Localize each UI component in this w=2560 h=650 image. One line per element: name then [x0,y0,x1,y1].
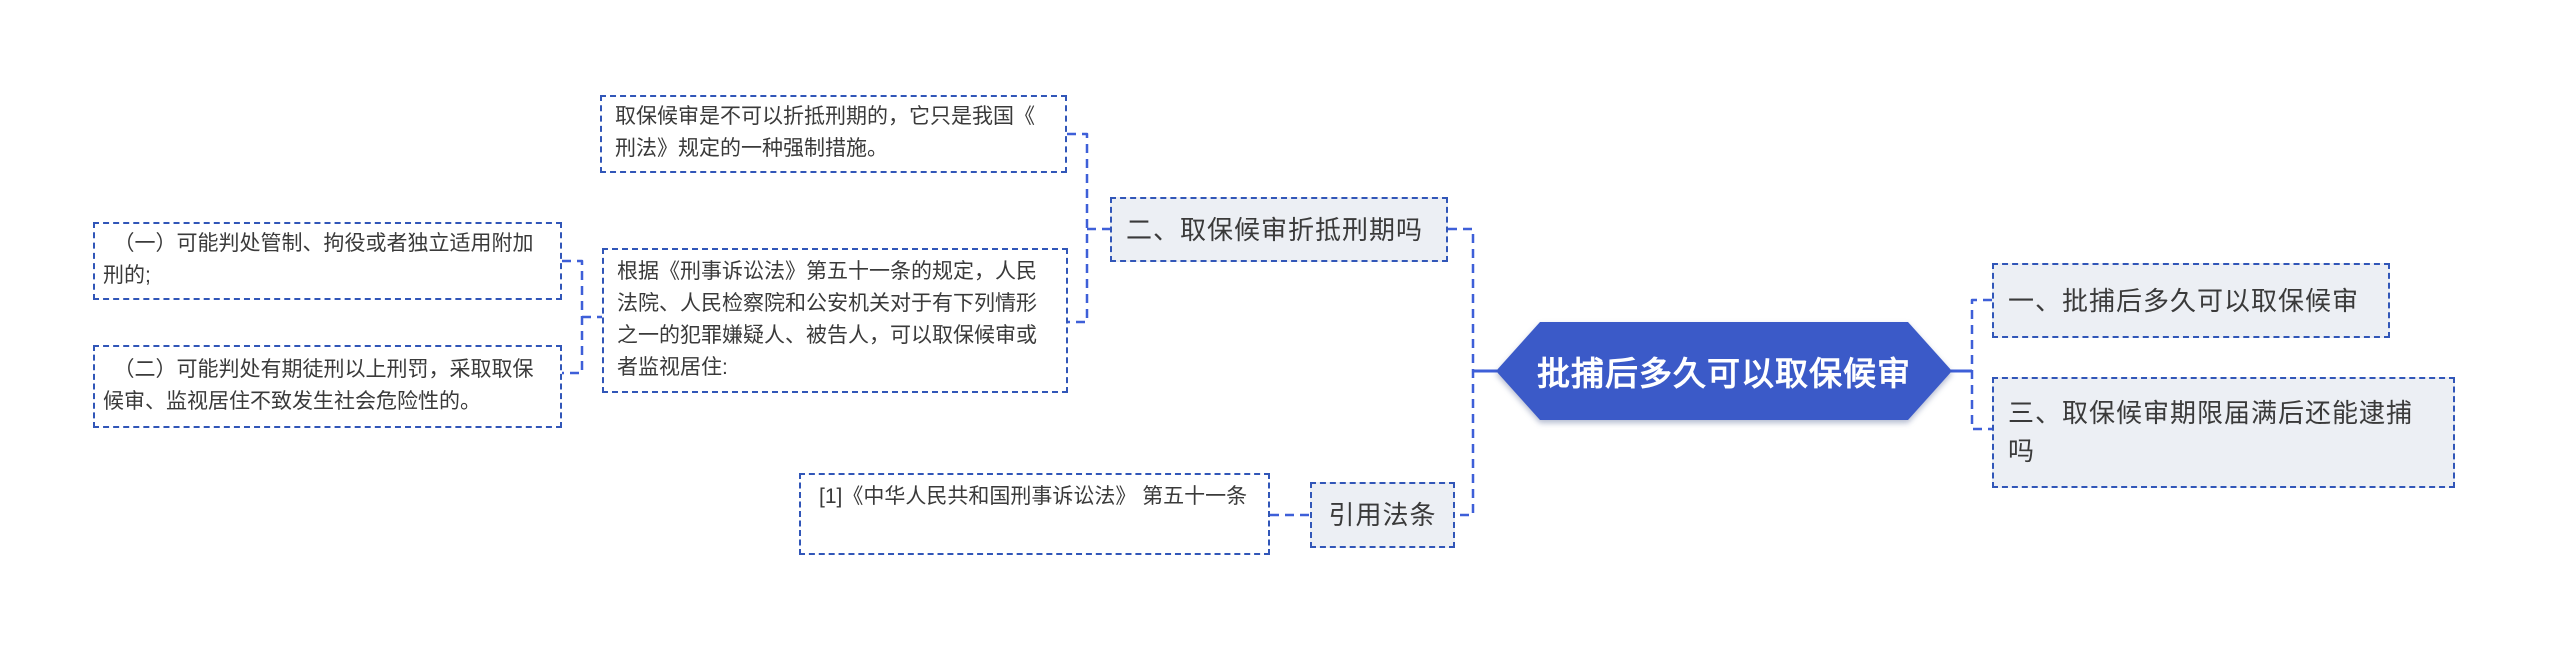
node-branch-1[interactable]: 一、批捕后多久可以取保候审 [1992,263,2390,338]
node-branch-2[interactable]: 二、取保候审折抵刑期吗 [1110,197,1448,262]
connector-left-trunk [1448,227,1475,517]
node-condition-1[interactable]: （一）可能判处管制、拘役或者独立适用附加刑的; [93,222,562,300]
node-citation-tag[interactable]: 引用法条 [1310,482,1455,548]
root-node-wrapper: 批捕后多久可以取保候审 [1496,322,1952,420]
node-citation-text[interactable]: [1]《中华人民共和国刑事诉讼法》 第五十一条 [799,473,1270,555]
node-note-no-offset[interactable]: 取保候审是不可以折抵刑期的，它只是我国《刑法》规定的一种强制措施。 [600,95,1067,173]
connector-right-trunk [1970,298,1992,431]
root-node[interactable]: 批捕后多久可以取保候审 [1496,322,1952,420]
node-condition-2[interactable]: （二）可能判处有期徒刑以上刑罚，采取取保候审、监视居住不致发生社会危险性的。 [93,345,562,428]
connector-branch2-children-bracket [1067,132,1089,324]
connector-conditions-bracket [562,259,584,375]
node-law-basis[interactable]: 根据《刑事诉讼法》第五十一条的规定，人民法院、人民检察院和公安机关对于有下列情形… [602,248,1068,393]
node-branch-3[interactable]: 三、取保候审期限届满后还能逮捕吗 [1992,377,2455,488]
